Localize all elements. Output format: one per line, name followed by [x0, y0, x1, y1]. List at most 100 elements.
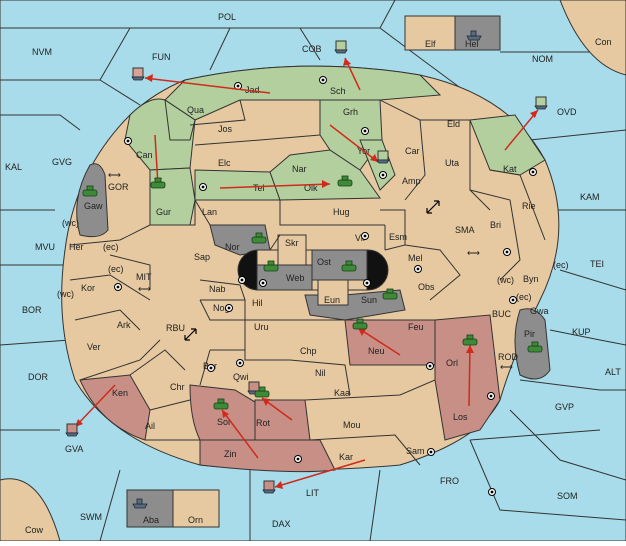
arrow-gor: ⟷: [108, 170, 121, 180]
label-kar: Kar: [339, 452, 353, 462]
label-aba: Aba: [143, 515, 159, 525]
army-olk-icon: [337, 175, 353, 187]
arrow-sma: ⟷: [467, 248, 480, 258]
label-nor: Nor: [225, 242, 240, 252]
army-web-icon: [263, 260, 279, 272]
province-neu-feu[interactable]: [344, 319, 436, 366]
fleet-hel-icon: [466, 30, 482, 41]
army-neu-icon: [352, 318, 368, 330]
label-orl: Orl: [446, 358, 458, 368]
province-jad-sch[interactable]: [164, 65, 442, 121]
label-buc: BUC: [492, 309, 512, 319]
label-neu: Neu: [368, 346, 385, 356]
label-esm: Esm: [389, 232, 407, 242]
province-elf[interactable]: [404, 15, 456, 51]
label-byn-ec: (ec): [553, 260, 569, 270]
army-gaw-icon: [82, 185, 98, 197]
label-bor: BOR: [22, 305, 42, 315]
label-kor: Kor: [81, 283, 95, 293]
label-nom: NOM: [532, 54, 553, 64]
label-nar: Nar: [292, 164, 307, 174]
label-sun: Sun: [361, 295, 377, 305]
label-fun: FUN: [152, 52, 171, 62]
labels: POL NVM FUN COB NOM Con Elf Hel OVD KAL …: [5, 12, 621, 535]
label-jos: Jos: [218, 124, 233, 134]
label-fro: FRO: [440, 476, 459, 486]
label-nvm: NVM: [32, 47, 52, 57]
label-nog: Nog: [213, 303, 230, 313]
label-rbu: RBU: [166, 323, 185, 333]
province-orn[interactable]: [172, 489, 220, 528]
army-sol-icon: [213, 398, 229, 410]
fleet-gva-icon: [65, 423, 79, 437]
province-tel[interactable]: [194, 169, 281, 201]
label-ver: Ver: [87, 342, 101, 352]
province-kat[interactable]: [469, 114, 546, 176]
label-can: Can: [136, 150, 153, 160]
label-mou: Mou: [343, 420, 361, 430]
label-her-ec: (ec): [103, 242, 119, 252]
province-qua[interactable]: [164, 98, 196, 141]
province-aba[interactable]: [126, 489, 174, 528]
army-ost-icon: [341, 260, 357, 272]
label-pir: Pir: [524, 329, 535, 339]
label-obs: Obs: [418, 282, 435, 292]
army-nor-icon: [251, 232, 267, 244]
label-som: SOM: [557, 491, 578, 501]
label-kam: KAM: [580, 192, 600, 202]
label-zin: Zin: [224, 449, 237, 459]
province-gaw[interactable]: [76, 163, 109, 238]
label-nab: Nab: [209, 284, 226, 294]
army-pir-icon: [527, 341, 543, 353]
label-dor: DOR: [28, 372, 49, 382]
province-eun[interactable]: [317, 279, 349, 306]
label-qwi: Qwi: [233, 372, 249, 382]
arrow-mit: ⟷: [138, 284, 151, 294]
province-ost[interactable]: [311, 249, 368, 281]
label-pol: POL: [218, 12, 236, 22]
label-olk: Olk: [304, 183, 318, 193]
label-kaa: Kaa: [334, 388, 350, 398]
label-uru: Uru: [254, 322, 269, 332]
label-gva: GVA: [65, 444, 83, 454]
label-mvu: MVU: [35, 242, 55, 252]
label-sma: SMA: [455, 225, 475, 235]
label-sol: Sol: [217, 417, 230, 427]
label-swm: SWM: [80, 512, 102, 522]
army-sun-icon: [382, 288, 398, 300]
label-chp: Chp: [300, 346, 317, 356]
label-eld: Eld: [447, 119, 460, 129]
label-gaw: Gaw: [84, 201, 103, 211]
label-elc: Elc: [218, 158, 231, 168]
label-eun: Eun: [324, 295, 340, 305]
label-hel: Hel: [465, 39, 479, 49]
label-sam: Sam: [406, 446, 425, 456]
fleet-lit-icon: [262, 480, 276, 494]
armies: [82, 175, 543, 410]
label-skr: Skr: [285, 238, 299, 248]
label-mit: MIT: [136, 272, 152, 282]
label-byn-wc: (wc): [497, 275, 514, 285]
province-hel[interactable]: [454, 15, 501, 51]
label-rie: Rie: [522, 201, 536, 211]
label-nil: Nil: [315, 368, 326, 378]
province-skr[interactable]: [277, 234, 307, 266]
arrow-rod: ⟷: [500, 362, 513, 372]
label-ark: Ark: [117, 320, 131, 330]
fleet-aba-icon: [132, 498, 148, 509]
label-sap: Sap: [194, 252, 210, 262]
province-ken[interactable]: [79, 374, 151, 441]
fleets: [65, 30, 548, 509]
army-gur-icon: [150, 177, 166, 189]
label-mel: Mel: [408, 253, 423, 263]
province-zin-kar[interactable]: [199, 439, 336, 473]
label-lan: Lan: [202, 207, 217, 217]
label-cob: COB: [302, 44, 322, 54]
label-con: Con: [595, 37, 612, 47]
label-car: Car: [405, 146, 420, 156]
army-rot-icon: [254, 386, 270, 398]
label-dax: DAX: [272, 519, 291, 529]
